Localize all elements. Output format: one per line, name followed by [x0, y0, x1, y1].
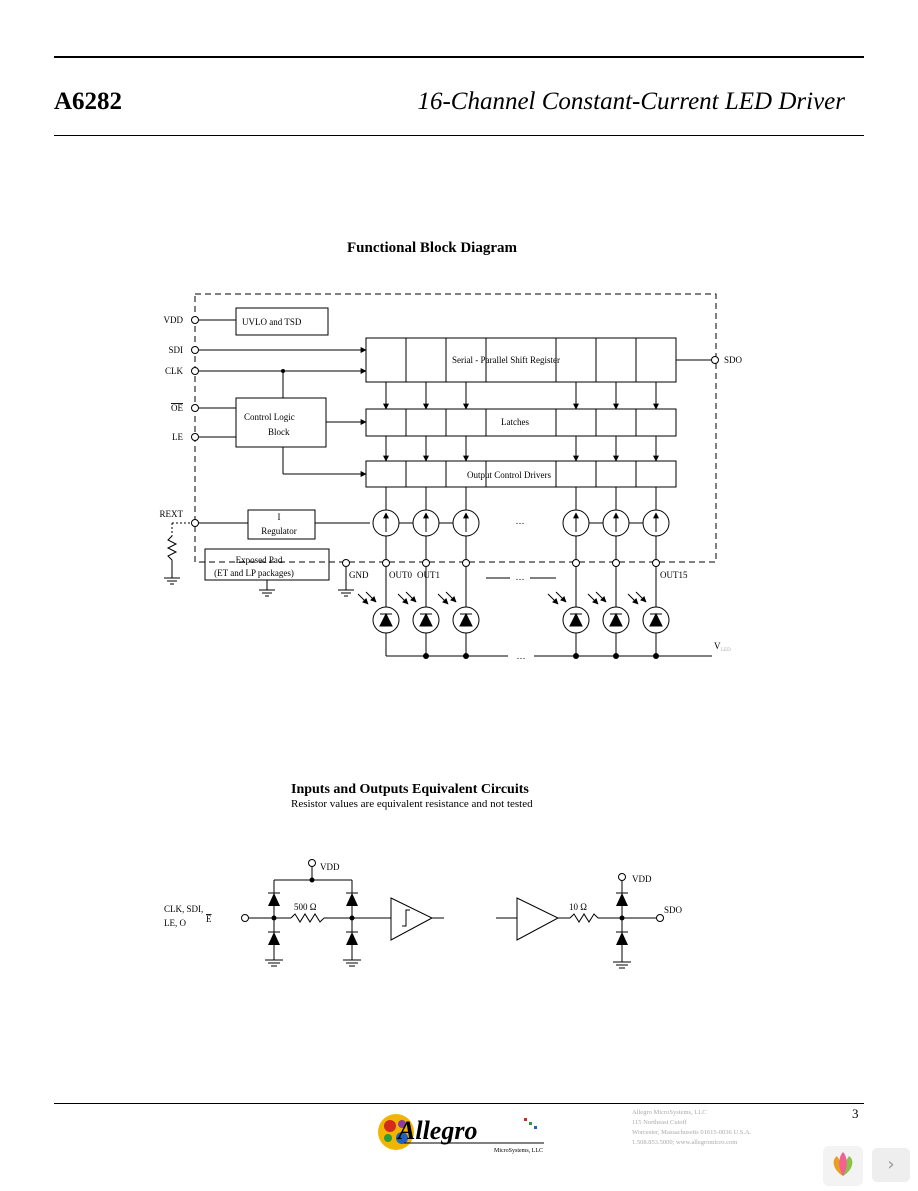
address-line: Worcester, Massachusetts 01615-0036 U.S.…: [632, 1129, 752, 1136]
drivers-label: Output Control Drivers: [467, 470, 551, 480]
pin-le: LE: [172, 432, 183, 442]
address-line: 1.508.853.5000; www.allegromicro.com: [632, 1139, 738, 1146]
input-resistor-label: 500 Ω: [294, 902, 317, 912]
shift-register-label: Serial - Parallel Shift Register: [452, 355, 560, 365]
input-vdd-label: VDD: [320, 862, 340, 872]
vled-label: V: [714, 641, 721, 651]
page-number: 3: [852, 1106, 859, 1121]
ellipsis-sources: …: [516, 516, 525, 526]
output-resistor-label: 10 Ω: [569, 902, 587, 912]
control-logic-label-2: Block: [268, 427, 290, 437]
pad-label-1: Exposed Pad: [236, 555, 283, 565]
output-vdd-label: VDD: [632, 874, 652, 884]
latches-label: Latches: [501, 417, 529, 427]
out1-label: OUT1: [417, 570, 440, 580]
input-label-oe-bar: E: [206, 914, 212, 924]
allegro-logo: Allegro MicroSystems, LLC: [378, 1114, 544, 1154]
uvlo-label: UVLO and TSD: [242, 317, 302, 327]
out0-label: OUT0: [389, 570, 412, 580]
vled-subscript: LED: [721, 648, 731, 653]
block-diagram-title: Functional Block Diagram: [347, 240, 518, 256]
next-page-button[interactable]: ›: [872, 1148, 910, 1182]
part-number: A6282: [54, 88, 123, 115]
input-label-1: CLK, SDI,: [164, 904, 203, 914]
equiv-circuits-subtitle: Resistor values are equivalent resistanc…: [291, 798, 533, 810]
regulator-label-2: Regulator: [261, 526, 297, 536]
header-top-rule: [54, 56, 864, 58]
company-address: Allegro MicroSystems, LLC 115 Northeast …: [632, 1108, 751, 1148]
address-line: 115 Northeast Cutoff: [632, 1119, 687, 1126]
document-title: 16-Channel Constant-Current LED Driver: [417, 88, 845, 115]
logo-wordmark: Allegro: [396, 1116, 477, 1145]
pin-clk: CLK: [165, 366, 184, 376]
pin-oe: OE: [171, 403, 183, 413]
address-line: Allegro MicroSystems, LLC: [632, 1109, 707, 1116]
viewer-leaf-icon[interactable]: [823, 1146, 863, 1186]
uvlo-block: [235, 307, 329, 336]
package-outline: [194, 293, 717, 563]
control-logic-label-1: Control Logic: [244, 412, 295, 422]
pin-vdd: VDD: [164, 315, 184, 325]
ellipsis-outputs: …: [516, 572, 525, 582]
regulator-block: [247, 509, 316, 540]
pin-gnd: GND: [349, 570, 369, 580]
equiv-circuits-title: Inputs and Outputs Equivalent Circuits: [291, 782, 529, 797]
regulator-label-1: I: [278, 512, 281, 522]
logo-subtitle: MicroSystems, LLC: [494, 1148, 543, 1154]
pin-sdo: SDO: [724, 355, 743, 365]
pad-label-2: (ET and LP packages): [214, 568, 294, 578]
pin-rext: REXT: [160, 509, 184, 519]
header-bottom-rule: [54, 135, 864, 136]
pin-sdi: SDI: [168, 345, 183, 355]
output-sdo-label: SDO: [664, 905, 683, 915]
ellipsis-bus: …: [517, 651, 526, 661]
out15-label: OUT15: [660, 570, 688, 580]
footer-rule: [54, 1103, 864, 1104]
input-label-2: LE, O: [164, 918, 186, 928]
